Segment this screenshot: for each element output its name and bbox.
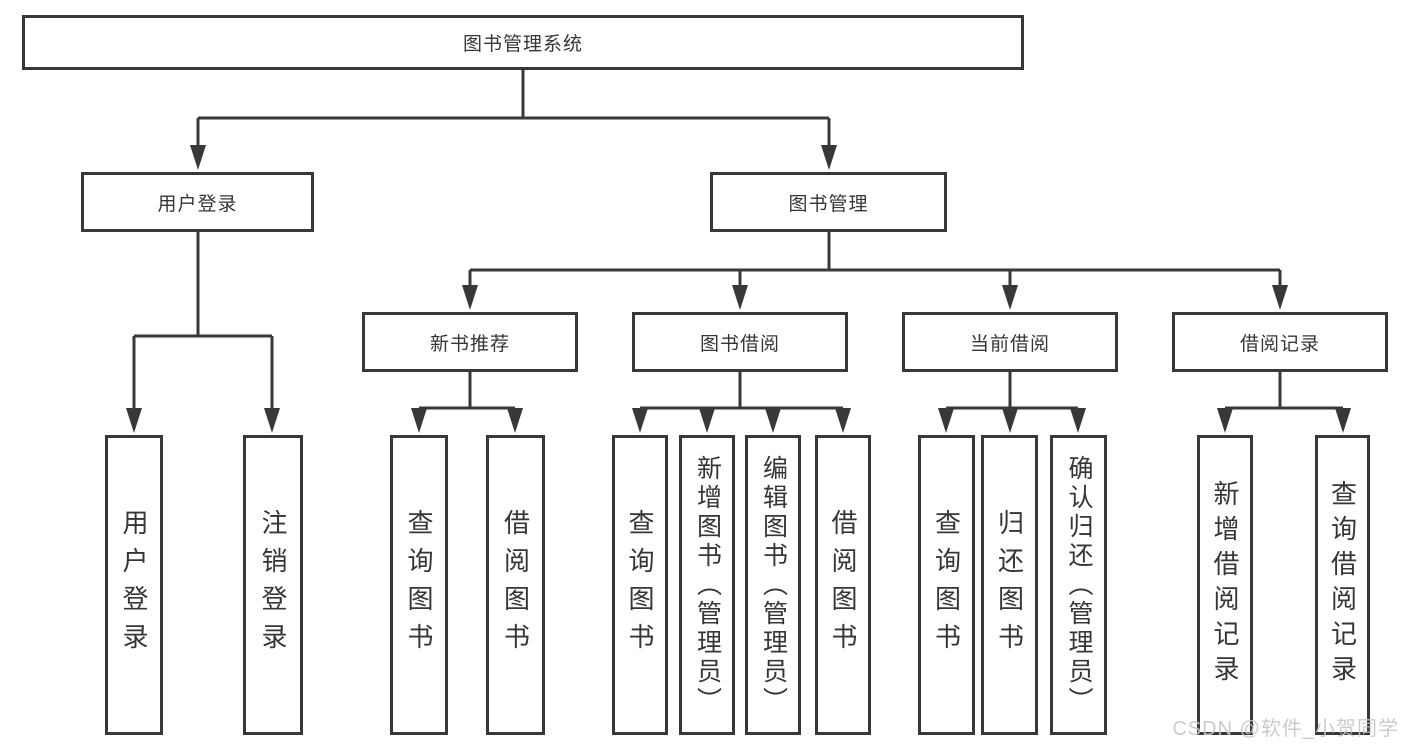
leaf-borrow-books: 借阅图书 — [815, 435, 871, 735]
node-library-management-system: 图书管理系统 — [22, 15, 1024, 70]
leaf-label: 注销登录 — [258, 509, 288, 661]
leaf-label: 编辑图书（管理员） — [759, 454, 788, 716]
node-label: 图书管理系统 — [462, 34, 583, 55]
node-label: 用户登录 — [157, 193, 238, 215]
node-borrowing-records: 借阅记录 — [1172, 312, 1388, 372]
leaf-query-borrow-record: 查询借阅记录 — [1315, 435, 1370, 735]
node-book-management: 图书管理 — [710, 172, 947, 232]
arrowheads — [126, 145, 1351, 433]
leaf-label: 用户登录 — [119, 509, 149, 661]
leaf-label: 查询图书 — [625, 509, 655, 661]
leaf-label: 查询图书 — [404, 509, 434, 661]
leaf-query-books-current: 查询图书 — [918, 435, 975, 735]
node-new-book-recommend: 新书推荐 — [362, 312, 578, 372]
node-label: 图书借阅 — [699, 333, 780, 355]
node-user-login: 用户登录 — [81, 172, 314, 232]
leaf-add-book-admin: 新增图书（管理员） — [679, 435, 735, 735]
leaf-return-book: 归还图书 — [981, 435, 1038, 735]
node-book-borrowing: 图书借阅 — [632, 312, 848, 372]
leaf-label: 查询借阅记录 — [1327, 480, 1358, 690]
node-label: 当前借阅 — [969, 333, 1050, 355]
node-label: 图书管理 — [788, 193, 869, 215]
leaf-borrow-books-recommend: 借阅图书 — [486, 435, 545, 735]
node-label: 新书推荐 — [429, 333, 510, 355]
leaf-add-borrow-record: 新增借阅记录 — [1197, 435, 1253, 735]
leaf-user-login: 用户登录 — [105, 435, 163, 735]
leaf-label: 新增借阅记录 — [1210, 480, 1240, 690]
node-label: 借阅记录 — [1239, 333, 1320, 355]
leaf-confirm-return-admin: 确认归还（管理员） — [1050, 435, 1107, 735]
leaf-query-books-recommend: 查询图书 — [390, 435, 448, 735]
leaf-label: 新增图书（管理员） — [693, 454, 722, 716]
leaf-edit-book-admin: 编辑图书（管理员） — [745, 435, 801, 735]
leaf-label: 查询图书 — [931, 509, 962, 661]
leaf-label: 确认归还（管理员） — [1065, 454, 1093, 716]
leaf-query-books-borrow: 查询图书 — [612, 435, 668, 735]
leaf-label: 借阅图书 — [828, 509, 858, 661]
node-current-borrowing: 当前借阅 — [902, 312, 1118, 372]
leaf-label: 归还图书 — [994, 509, 1025, 661]
leaf-label: 借阅图书 — [500, 509, 531, 661]
leaf-logout: 注销登录 — [243, 435, 303, 735]
csdn-watermark: CSDN @软件_小贺同学 — [1172, 718, 1399, 740]
